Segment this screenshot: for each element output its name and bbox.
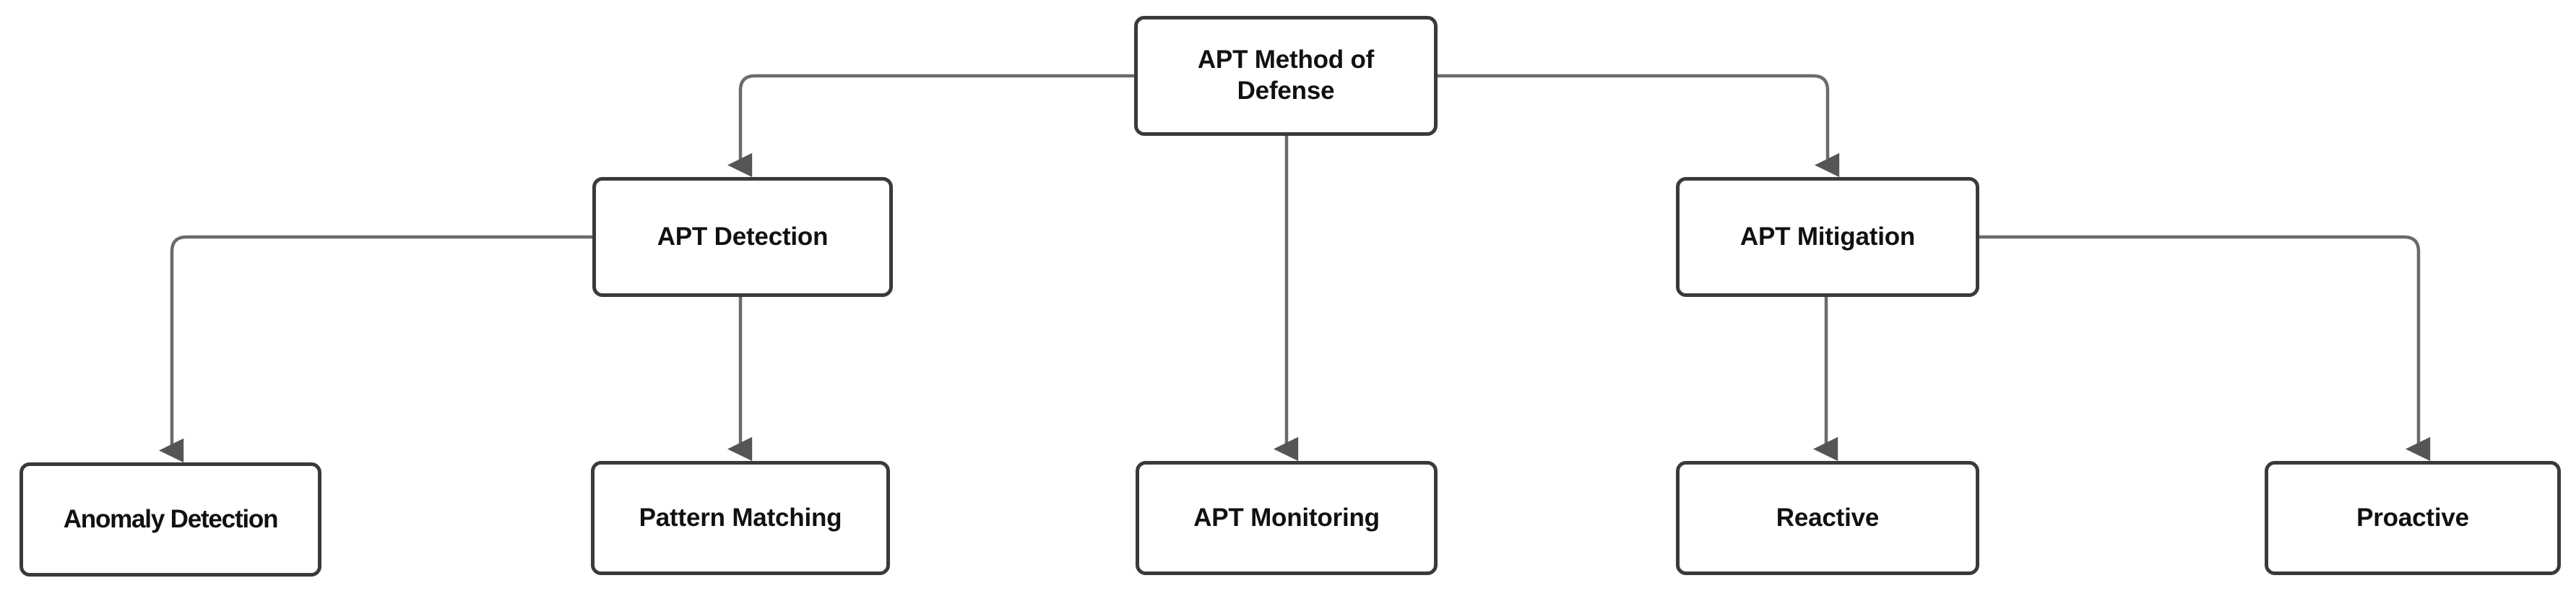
node-apt-mitigation[interactable]: APT Mitigation bbox=[1676, 177, 1979, 297]
node-label: APT Method of Defense bbox=[1197, 46, 1375, 105]
node-label: APT Monitoring bbox=[1193, 503, 1380, 532]
node-label: Anomaly Detection bbox=[63, 504, 279, 533]
node-anomaly-detection[interactable]: Anomaly Detection bbox=[20, 462, 321, 577]
node-apt-method-of-defense[interactable]: APT Method of Defense bbox=[1134, 16, 1438, 136]
node-apt-detection[interactable]: APT Detection bbox=[592, 177, 893, 297]
node-label: Reactive bbox=[1776, 503, 1880, 532]
edge-root-to-mitigation bbox=[1438, 74, 1840, 178]
node-reactive[interactable]: Reactive bbox=[1676, 461, 1979, 575]
node-apt-monitoring[interactable]: APT Monitoring bbox=[1136, 461, 1438, 575]
edge-root-to-detection bbox=[727, 74, 1134, 178]
node-proactive[interactable]: Proactive bbox=[2265, 461, 2561, 575]
node-label: APT Detection bbox=[657, 222, 829, 251]
node-label: Pattern Matching bbox=[639, 503, 842, 532]
node-pattern-matching[interactable]: Pattern Matching bbox=[591, 461, 890, 575]
node-label: Proactive bbox=[2356, 503, 2469, 532]
node-label: APT Mitigation bbox=[1739, 222, 1916, 251]
edge-detection-to-anomaly bbox=[159, 235, 592, 463]
edge-mitigation-to-proactive bbox=[1979, 235, 2431, 462]
